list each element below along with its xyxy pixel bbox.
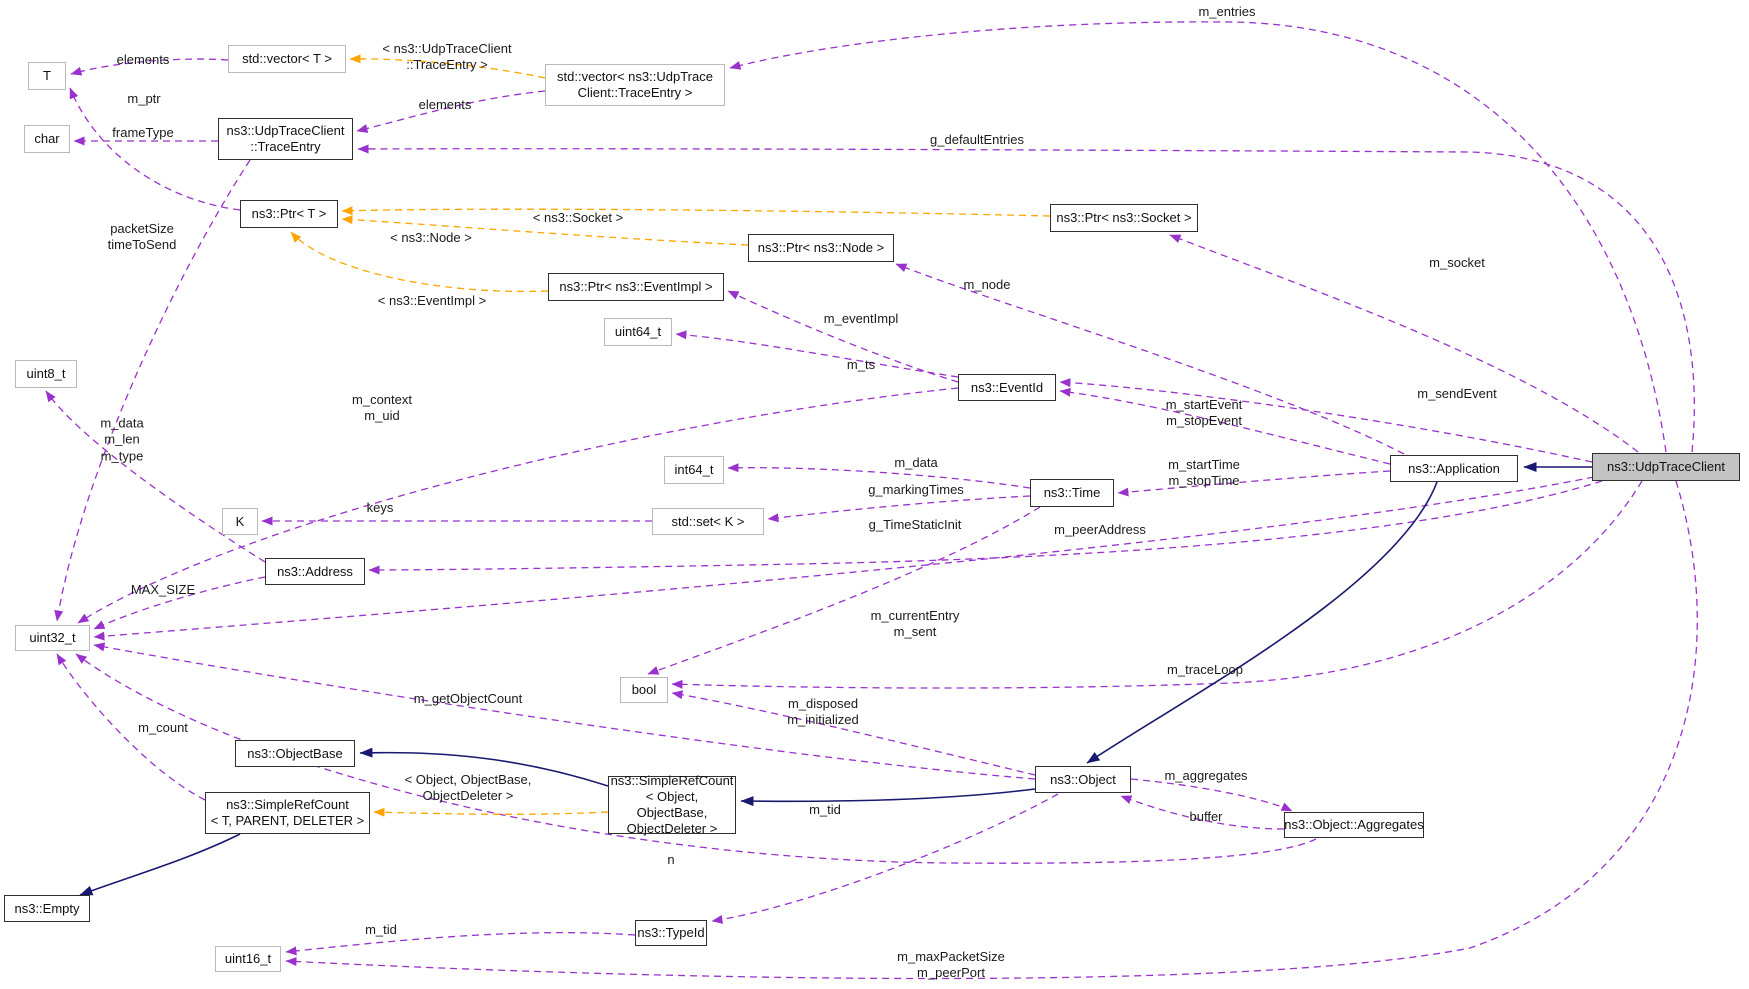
node-address[interactable]: ns3::Address — [265, 558, 365, 585]
edge-elements-vector-te — [356, 90, 546, 133]
node-uint32_t[interactable]: uint32_t — [15, 625, 90, 651]
edge-m-startEvent-m-stopEvent — [1059, 387, 1391, 465]
edge-g-markingTimes — [767, 495, 1031, 523]
edge-m-disposed-m-initialized — [671, 690, 1036, 776]
edge-m-ptr — [69, 87, 241, 211]
edge-inherit-application-object — [1086, 481, 1438, 764]
edge-tmpl-eventimpl — [290, 231, 549, 293]
node-simplerefcount_tpd[interactable]: ns3::SimpleRefCount < T, PARENT, DELETER… — [205, 792, 370, 834]
edge-m-tid-object — [711, 793, 1059, 924]
node-time[interactable]: ns3::Time — [1030, 479, 1114, 507]
edge-m-context-m-uid — [77, 387, 959, 624]
node-ptr_eventimpl[interactable]: ns3::Ptr< ns3::EventImpl > — [548, 273, 724, 301]
node-typeid[interactable]: ns3::TypeId — [635, 920, 707, 946]
edge-inherit-simplerefcount-tpd-empty — [79, 833, 241, 896]
edge-m-maxPacketSize-m-peerPort — [285, 480, 1698, 980]
node-uint8_t[interactable]: uint8_t — [15, 360, 77, 388]
edge-n — [75, 653, 1317, 864]
node-set_k[interactable]: std::set< K > — [652, 508, 764, 535]
edge-MAX-SIZE — [93, 576, 266, 630]
node-object[interactable]: ns3::Object — [1035, 766, 1131, 793]
node-ptr_socket[interactable]: ns3::Ptr< ns3::Socket > — [1050, 204, 1198, 232]
node-int64_t[interactable]: int64_t — [664, 456, 724, 484]
node-aggregates[interactable]: ns3::Object::Aggregates — [1284, 812, 1424, 838]
edge-m-eventImpl — [727, 290, 959, 383]
node-empty[interactable]: ns3::Empty — [4, 895, 90, 922]
edge-tmpl-simplerefcount — [373, 807, 609, 817]
node-t[interactable]: T — [28, 62, 66, 90]
node-objectbase[interactable]: ns3::ObjectBase — [235, 740, 355, 767]
edge-inherit-simplerefcount-objectbase — [359, 747, 609, 787]
node-ptr_t[interactable]: ns3::Ptr< T > — [240, 200, 338, 228]
edge-tmpl-traceentry — [349, 54, 546, 79]
edge-m-currentEntry-m-sent — [93, 476, 1595, 641]
edge-m-data-m-len-m-type — [45, 390, 266, 563]
edge-m-socket — [1169, 234, 1639, 453]
node-vector_t[interactable]: std::vector< T > — [228, 45, 346, 73]
edge-m-node — [895, 263, 1405, 455]
edge-m-sendEvent — [1059, 378, 1593, 463]
edge-packetSize-timeToSend — [54, 159, 251, 622]
node-vector_traceentry[interactable]: std::vector< ns3::UdpTrace Client::Trace… — [545, 64, 725, 106]
node-traceentry[interactable]: ns3::UdpTraceClient ::TraceEntry — [218, 118, 353, 160]
edge-m-aggregates — [1130, 778, 1293, 812]
edge-m-startTime-m-stopTime — [1117, 470, 1391, 497]
edge-inherit-object-simplerefcount — [740, 788, 1036, 807]
edge-m-data-time — [727, 463, 1031, 489]
edge-tmpl-socket — [341, 206, 1051, 217]
edge-tmpl-node — [341, 215, 749, 246]
edge-m-entries — [729, 21, 1667, 453]
node-uint16_t[interactable]: uint16_t — [215, 946, 281, 972]
node-ptr_node[interactable]: ns3::Ptr< ns3::Node > — [748, 234, 894, 262]
edge-g-defaultEntries — [357, 144, 1695, 453]
edge-buffer — [1120, 795, 1285, 830]
node-bool[interactable]: bool — [620, 677, 668, 703]
node-simplerefcount_obj[interactable]: ns3::SimpleRefCount < Object, ObjectBase… — [608, 773, 736, 836]
edge-m-tid-typeid — [285, 931, 636, 956]
node-k[interactable]: K — [222, 508, 258, 535]
node-uint64_t[interactable]: uint64_t — [604, 318, 672, 346]
node-eventid[interactable]: ns3::EventId — [958, 374, 1056, 401]
node-application[interactable]: ns3::Application — [1390, 455, 1518, 482]
edge-elements-vector-t — [70, 58, 229, 76]
node-udptraceclient[interactable]: ns3::UdpTraceClient — [1592, 453, 1740, 481]
edge-m-peerAddress — [368, 480, 1603, 575]
edge-m-ts — [675, 330, 959, 378]
edge-m-traceLoop — [671, 480, 1643, 689]
node-char[interactable]: char — [24, 125, 70, 153]
edge-m-getObjectCount — [93, 642, 1036, 780]
edge-m-count — [56, 653, 206, 801]
